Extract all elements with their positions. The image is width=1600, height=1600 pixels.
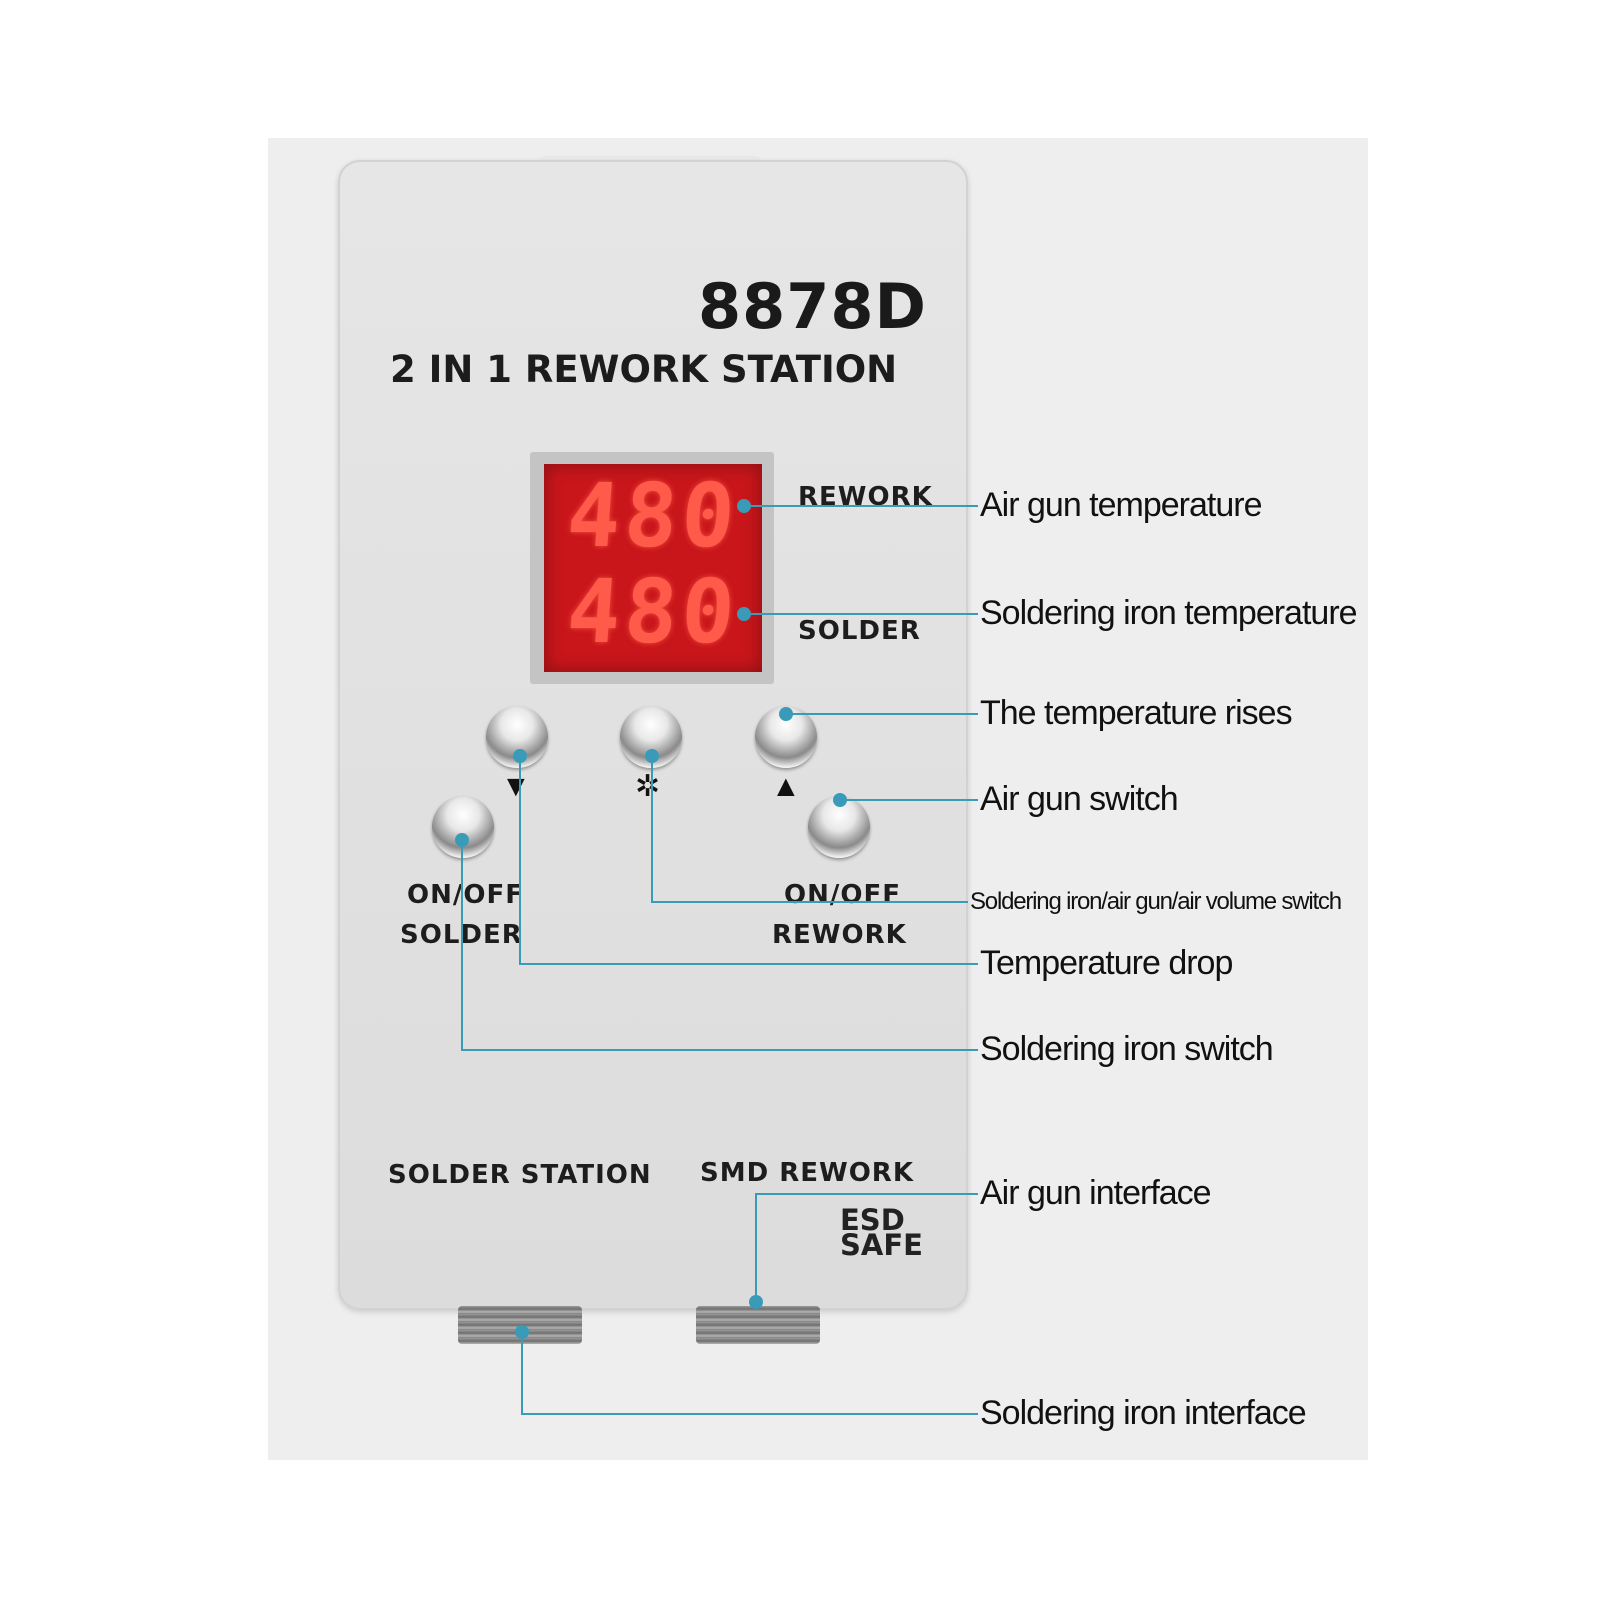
dot-mode-switch (645, 749, 659, 763)
esd-logo-line2: SAFE (840, 1227, 923, 1262)
on-off-solder-label-line1: ON/OFF (407, 880, 524, 910)
leader-soldering-iron-interface (521, 1332, 978, 1415)
leader-soldering-iron-switch (461, 840, 978, 1051)
on-off-solder-label-line2: SOLDER (400, 920, 523, 950)
led-display: 480 480 (544, 464, 762, 672)
dot-air-gun-interface (749, 1295, 763, 1309)
leader-air-gun-interface (755, 1193, 978, 1302)
leader-mode-switch (651, 756, 968, 903)
up-arrow-icon: ▲ (771, 770, 801, 803)
model-number: 8878D (698, 270, 928, 343)
fan-icon: ✲ (635, 770, 661, 803)
down-arrow-icon: ▼ (501, 770, 531, 803)
solder-display-label: SOLDER (798, 616, 921, 646)
on-off-rework-label-line1: ON/OFF (784, 880, 901, 910)
callout-soldering-iron-temperature: Soldering iron temperature (980, 594, 1358, 632)
air-gun-port (696, 1306, 820, 1344)
on-off-rework-label-line2: REWORK (772, 920, 907, 950)
dot-soldering-iron-interface (515, 1325, 529, 1339)
callout-mode-switch: Soldering iron/air gun/air volume switch (970, 888, 1342, 915)
dot-air-gun-switch (833, 793, 847, 807)
callout-temperature-rises: The temperature rises (980, 694, 1293, 732)
callout-soldering-iron-switch: Soldering iron switch (980, 1030, 1274, 1068)
callout-temperature-drop: Temperature drop (980, 944, 1233, 982)
dot-air-gun-temperature (737, 499, 751, 513)
callout-air-gun-switch: Air gun switch (980, 780, 1179, 818)
callout-air-gun-interface: Air gun interface (980, 1174, 1212, 1212)
dot-temperature-drop (513, 749, 527, 763)
product-name: 2 IN 1 REWORK STATION (390, 348, 898, 391)
esd-logo-line1: ESD (840, 1203, 905, 1237)
dot-soldering-iron-temperature (737, 607, 751, 621)
solder-station-label: SOLDER STATION (388, 1160, 652, 1190)
esd-safe-logo: ESD SAFE (840, 1203, 923, 1262)
callout-air-gun-temperature: Air gun temperature (980, 486, 1262, 524)
leader-temperature-drop (519, 756, 978, 965)
smd-rework-label: SMD REWORK (700, 1158, 914, 1188)
callout-soldering-iron-interface: Soldering iron interface (980, 1394, 1307, 1432)
dot-soldering-iron-switch (455, 833, 469, 847)
dot-temperature-rises (779, 707, 793, 721)
